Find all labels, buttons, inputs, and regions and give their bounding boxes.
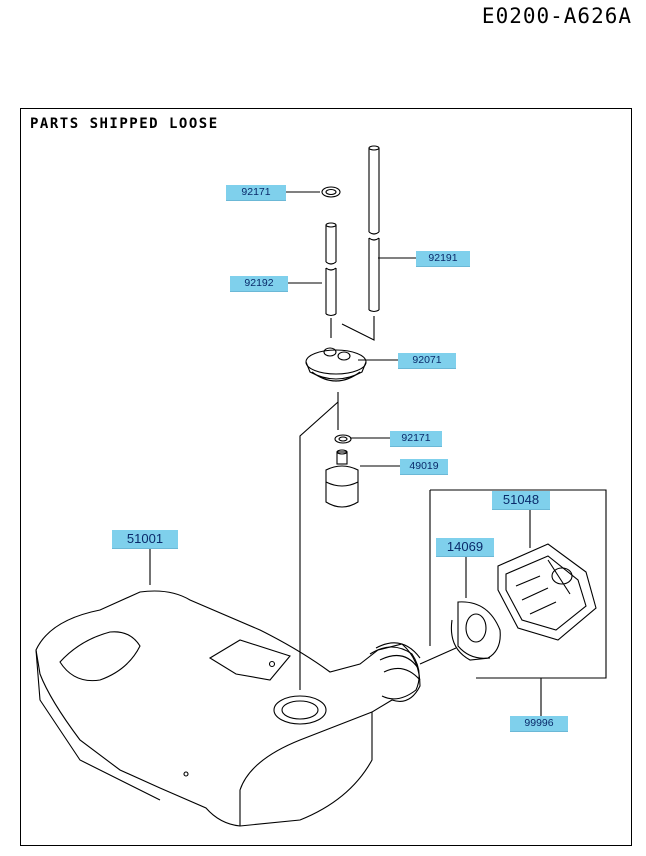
washer-92171-lower — [334, 434, 352, 444]
leader-lines — [149, 191, 542, 716]
part-tag-92192[interactable]: 92192 — [230, 276, 288, 292]
frame-title: PARTS SHIPPED LOOSE — [30, 116, 219, 132]
washer-92171-top — [321, 186, 341, 198]
cap-14069 — [450, 601, 501, 661]
diagram-frame — [20, 108, 632, 846]
part-tag-51048[interactable]: 51048 — [492, 491, 550, 510]
kit-box-99996 — [429, 489, 607, 679]
part-tag-92171-lower[interactable]: 92171 — [390, 431, 442, 447]
part-tag-49019[interactable]: 49019 — [400, 459, 448, 475]
part-tag-92071[interactable]: 92071 — [398, 353, 456, 369]
tube-92192 — [325, 222, 337, 317]
part-tag-99996[interactable]: 99996 — [510, 716, 568, 732]
diagram-code: E0200-A626A — [481, 4, 632, 28]
tube-92191 — [368, 145, 380, 313]
fuel-filter-49019 — [325, 449, 359, 508]
fuel-tank-51001 — [35, 590, 421, 827]
grommet-92071 — [305, 347, 367, 382]
part-tag-92171-top[interactable]: 92171 — [226, 185, 286, 201]
filter-element-51048 — [497, 509, 597, 641]
part-tag-14069[interactable]: 14069 — [436, 538, 494, 557]
part-tag-51001[interactable]: 51001 — [112, 530, 178, 549]
part-tag-92191[interactable]: 92191 — [416, 251, 470, 267]
